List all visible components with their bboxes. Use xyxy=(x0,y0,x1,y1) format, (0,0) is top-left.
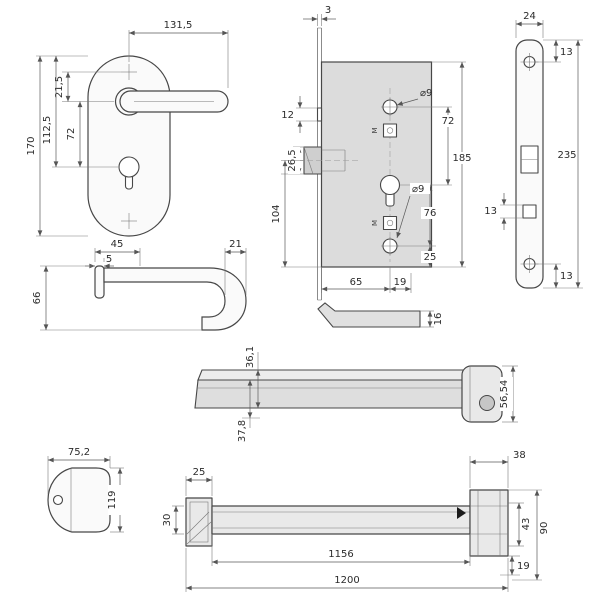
handle-plate-dimensions: 131,5 21,5 72 112,5 170 xyxy=(26,20,229,237)
dim-top-hole-offset: 21,5 xyxy=(54,76,65,98)
dim-bottom-screw-offset: 13 xyxy=(560,271,573,282)
dim-case-height: 185 xyxy=(452,153,471,164)
dim-bar-height-left: 30 xyxy=(162,514,173,527)
push-bar-front-view: 25 30 38 43 90 19 1156 1200 xyxy=(162,450,550,592)
right-mount-box xyxy=(469,489,509,557)
dim-endcap-height: 56,54 xyxy=(499,380,510,409)
push-direction-marker xyxy=(457,507,466,519)
dim-grip-depth: 45 xyxy=(111,239,124,250)
dim-left-plate-width: 25 xyxy=(193,467,206,478)
bar-end-cap xyxy=(461,365,503,423)
dim-hole-diameter-top: ⌀9 xyxy=(420,88,432,99)
dim-plate-total-height: 170 xyxy=(26,136,37,155)
bottom-screw-mark xyxy=(121,213,137,229)
dim-faceplate-height: 235 xyxy=(557,150,576,161)
dim-hole-diameter-mid: ⌀9 xyxy=(412,184,424,195)
bar-top-rail xyxy=(197,369,467,381)
dim-bar-height: 36,1 xyxy=(245,346,256,368)
end-cap-front-view: 75,2 119 xyxy=(47,447,124,533)
lock-body-view: M M 3 12 26,5 xyxy=(271,5,475,301)
dim-top-screw-offset: 13 xyxy=(560,47,573,58)
dim-mount-total-height: 90 xyxy=(539,522,550,535)
faceplate-bottom-screw xyxy=(520,255,539,273)
end-cap-dimensions: 75,2 119 xyxy=(47,447,124,533)
dim-mount-bottom-offset: 19 xyxy=(517,561,530,572)
bar-side-dimensions: 36,1 37,8 56,54 xyxy=(237,346,518,442)
dim-axis-offset: 19 xyxy=(394,277,407,288)
dim-plate-handle-length: 131,5 xyxy=(164,20,193,31)
lock-body-dimensions: 3 12 26,5 104 72 185 xyxy=(271,5,475,293)
dim-handle-to-cylinder: 72 xyxy=(66,128,77,141)
dim-endcap-width: 75,2 xyxy=(68,447,90,458)
stamp-mark-bottom: M xyxy=(371,220,379,226)
dim-mount-box-width: 38 xyxy=(513,450,526,461)
top-screw-mark xyxy=(121,64,137,80)
latch-bracket-view: 16 xyxy=(317,302,444,328)
end-cap-shape xyxy=(47,467,111,533)
dim-backset: 65 xyxy=(350,277,363,288)
handle-profile-view: 45 5 21 66 xyxy=(32,239,247,331)
plate-outline xyxy=(87,55,171,237)
dim-endcap-total-height: 119 xyxy=(107,490,118,509)
lock-case xyxy=(320,61,433,268)
dim-total-length: 1200 xyxy=(334,575,359,586)
follower-square-top xyxy=(382,123,398,138)
dim-lower-height: 104 xyxy=(271,204,282,223)
dim-hole-to-cylinder: 72 xyxy=(442,116,455,127)
top-fixing-hole xyxy=(381,98,399,116)
dim-bracket-height: 16 xyxy=(433,313,444,326)
dim-faceplate-thickness: 3 xyxy=(325,5,331,16)
faceplate-dimensions: 24 13 235 13 13 xyxy=(484,11,583,289)
bracket-shape xyxy=(317,302,421,328)
square-hole xyxy=(522,204,537,219)
push-bar-side-view: 36,1 37,8 56,54 xyxy=(194,346,518,442)
dim-bar-height-right: 43 xyxy=(521,518,532,531)
dim-slot-height: 12 xyxy=(281,110,294,121)
handle-plate-front-view: 131,5 21,5 72 112,5 170 xyxy=(26,20,229,237)
dim-bar-length: 1156 xyxy=(328,549,353,560)
dim-plate-mid-height: 112,5 xyxy=(42,116,53,145)
euro-cylinder-hole xyxy=(118,156,140,190)
dim-hole-to-bottom: 25 xyxy=(424,252,437,263)
dim-tube-diameter: 21 xyxy=(229,239,242,250)
lever-profile xyxy=(103,267,247,331)
push-bar-dimensions: 25 30 38 43 90 19 1156 1200 xyxy=(162,450,550,592)
dim-faceplate-width: 24 xyxy=(523,11,536,22)
dim-rose-thickness: 5 xyxy=(106,254,112,265)
end-cap-screw xyxy=(52,494,64,506)
push-bar xyxy=(211,505,471,535)
dim-handle-height: 66 xyxy=(32,292,43,305)
bottom-fixing-hole xyxy=(381,237,399,255)
rose-side xyxy=(94,265,105,299)
faceplate-view: 24 13 235 13 13 xyxy=(484,11,583,289)
dim-square-hole-size: 13 xyxy=(484,206,497,217)
handle-profile-dimensions: 45 5 21 66 xyxy=(32,239,247,331)
dim-bar-depth: 37,8 xyxy=(237,420,248,442)
pivot-circle xyxy=(479,395,495,411)
stamp-mark-top: M xyxy=(371,127,379,133)
faceplate-slot xyxy=(316,107,323,122)
euro-cylinder-cutout xyxy=(379,174,401,207)
dim-cylinder-to-hole: 76 xyxy=(424,208,437,219)
bar-body-side xyxy=(194,379,467,409)
follower-square-bottom xyxy=(382,215,398,231)
